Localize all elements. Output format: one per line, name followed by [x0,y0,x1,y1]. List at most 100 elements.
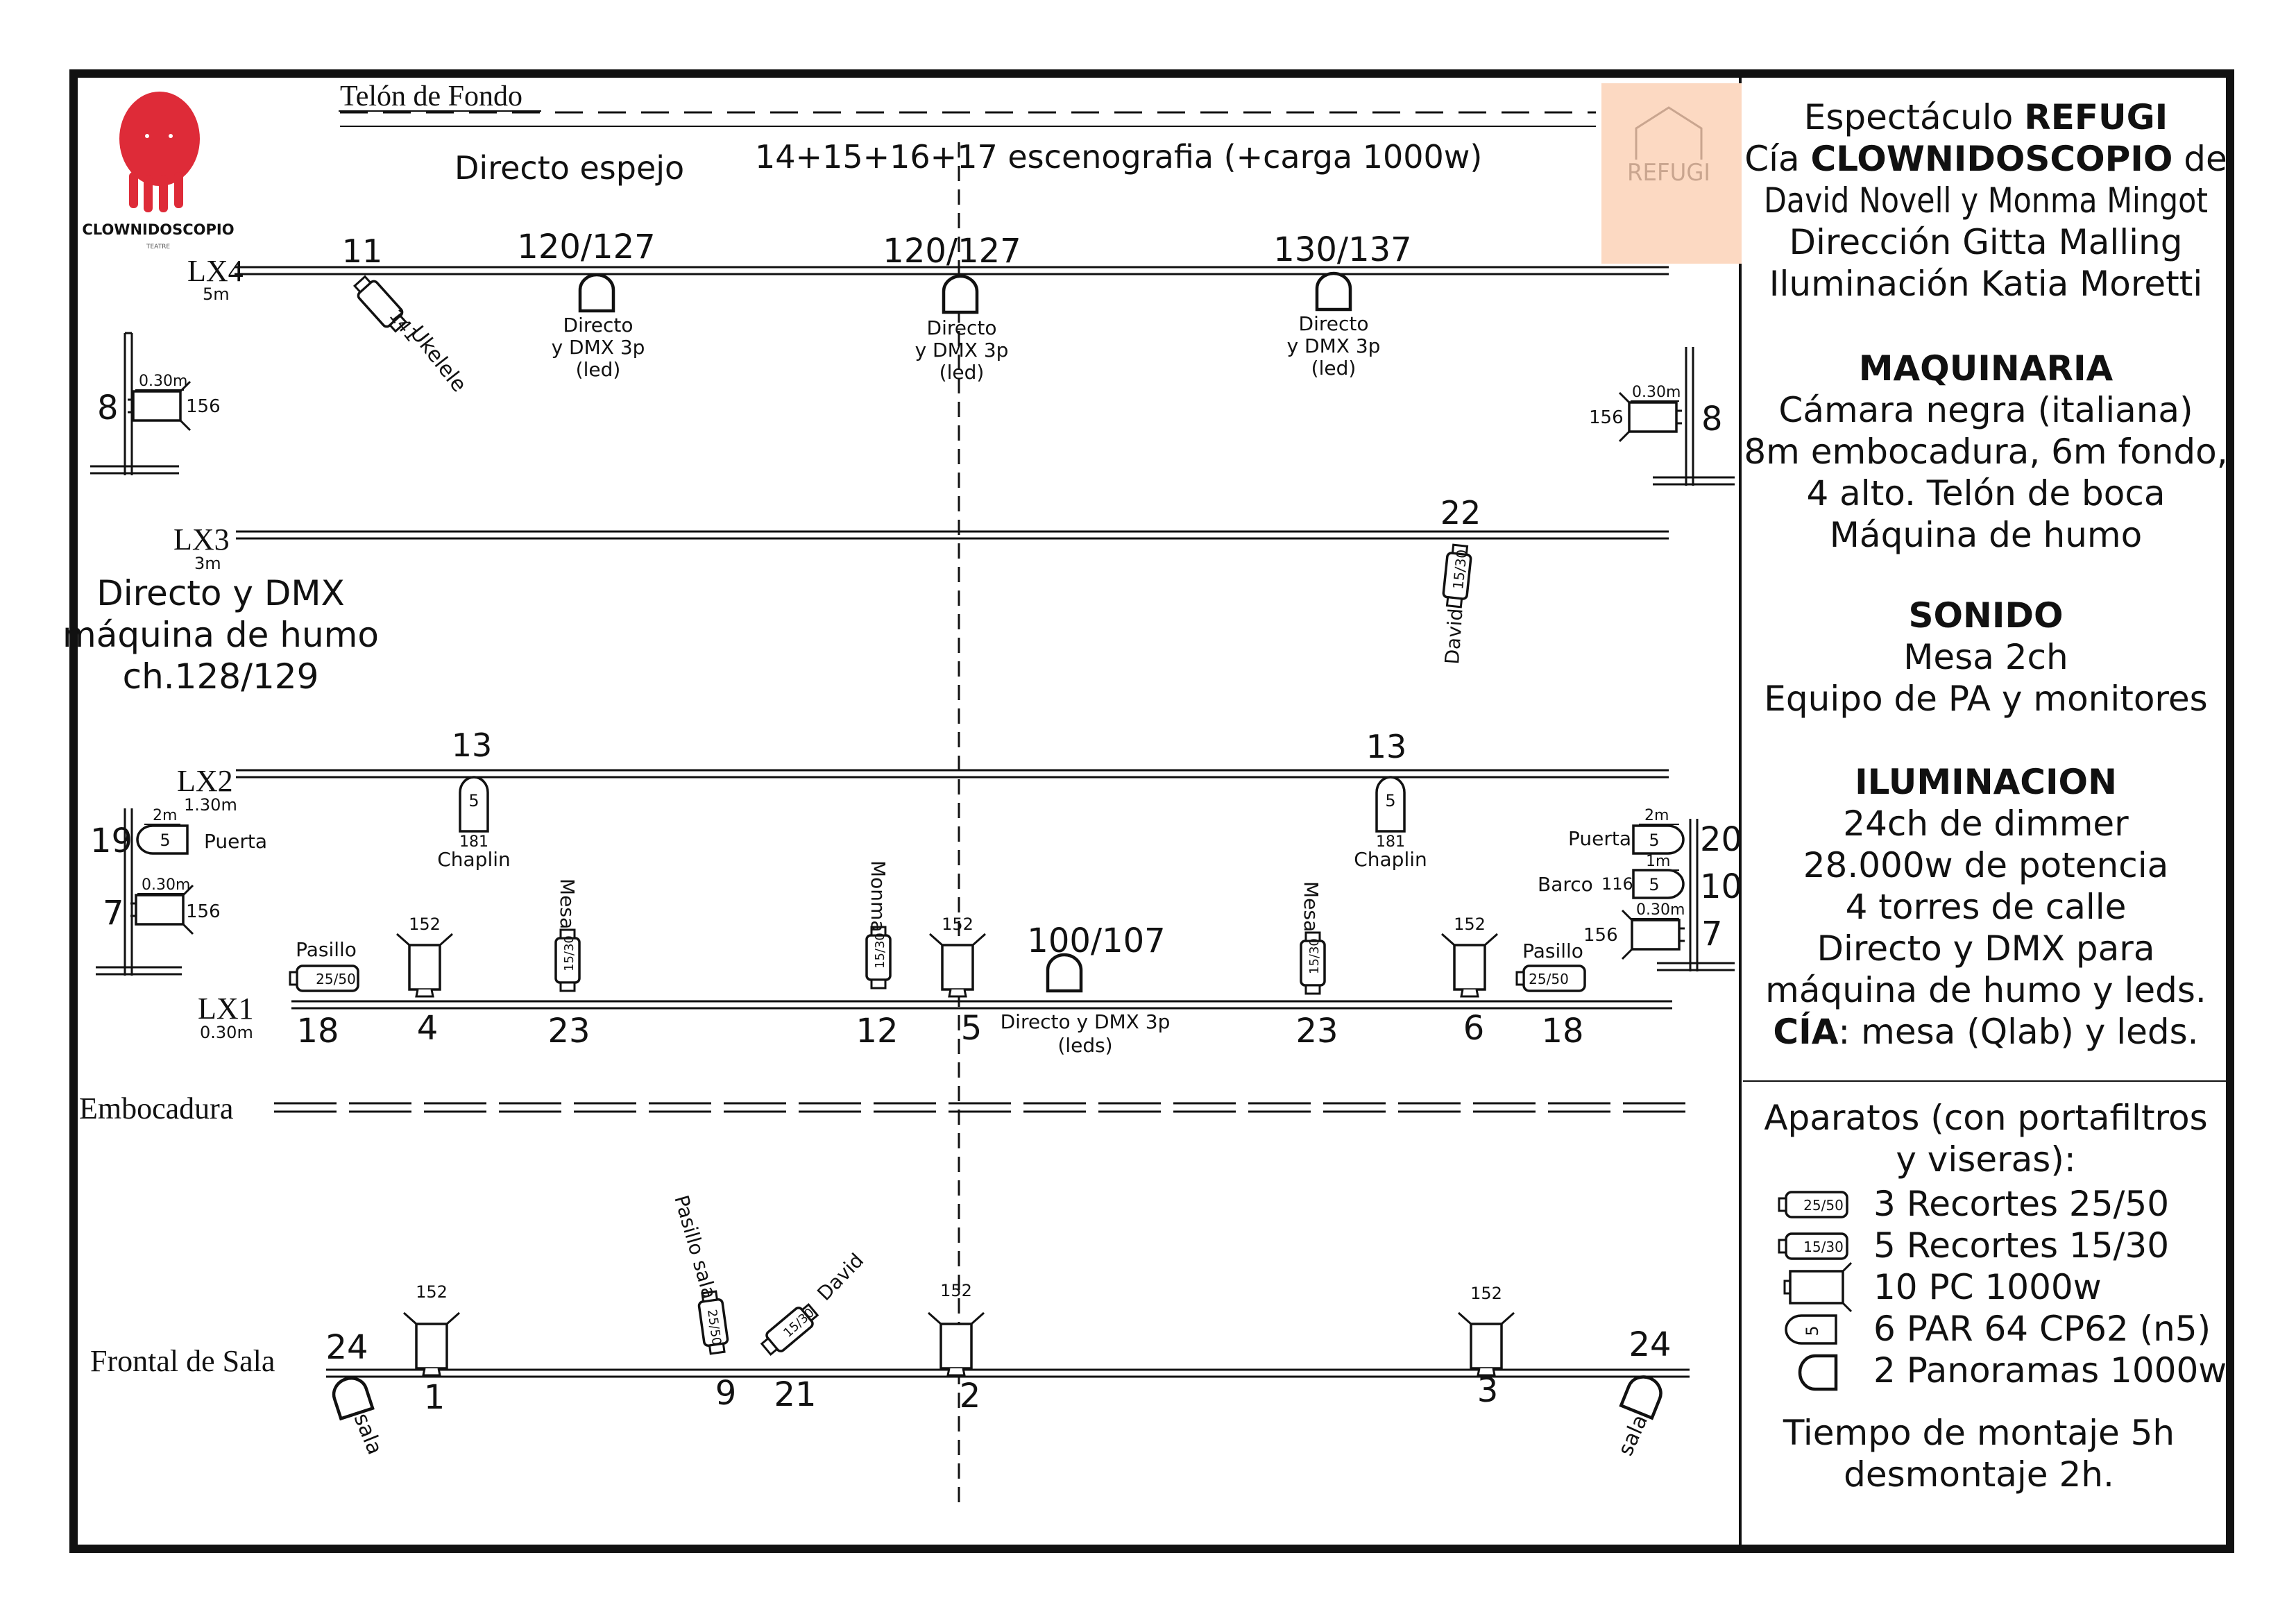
frontal-ch9: 9 [715,1374,737,1413]
tower-lower-left: 2m 5 Puerta 19 0.30m 156 7 [90,807,267,976]
upper-right-filter: 156 [1589,407,1624,428]
legend-par-icon-num: 5 [1803,1325,1822,1336]
sidebar: Espectáculo REFUGI Cía CLOWNIDOSCOPIO de… [1744,97,2227,1495]
iluminacion-6: CÍA: mesa (Qlab) y leds. [1773,1011,2198,1052]
aparatos-title-2: y viseras): [1896,1139,2075,1180]
tower-upper-right: 0.30m 156 8 [1589,347,1735,486]
tower-upper-left: 0.30m 156 8 [90,332,221,475]
lx1-monma-label: Monma [867,860,890,932]
lx1-pc-ch5-filter: 152 [942,915,973,934]
company-line: Cía CLOWNIDOSCOPIO de [1744,139,2227,179]
frontal-pc-ch1 [402,1311,461,1377]
legend-recorte-2550: 3 Recortes 25/50 [1873,1184,2169,1224]
david-label-lx3: David [1440,608,1468,665]
lower-right-barco-ch: 10 [1700,867,1742,906]
show-title: Espectáculo REFUGI [1804,97,2168,137]
lower-right-pc-ch: 7 [1701,915,1723,953]
lower-right-barco-label: Barco [1538,873,1593,896]
sonido-1: Mesa 2ch [1903,637,2068,677]
lx1-ch12: 12 [856,1012,898,1051]
maquinaria-4: Máquina de humo [1830,515,2142,555]
frontal-pc-ch3 [1457,1311,1515,1377]
legend-panorama-icon [1800,1354,1836,1391]
lower-left-pc-filter: 156 [186,901,221,922]
lx1-mesa-label-right: Mesa [1300,881,1323,932]
iluminacion-1: 24ch de dimmer [1843,804,2129,844]
lx1-ch23a: 23 [547,1012,590,1051]
lx1-ch18b: 18 [1541,1012,1583,1051]
lx1-pc-ch6 [1440,933,1499,998]
frontal-ch24a: 24 [325,1328,368,1367]
upper-right-ch: 8 [1701,400,1723,439]
lower-right-puerta-height: 2m [1644,807,1669,824]
lx4-pano2-line2: y DMX 3p [915,339,1009,362]
iluminacion-5: máquina de humo y leds. [1765,970,2206,1010]
iluminacion-3: 4 torres de calle [1846,887,2127,927]
lx1-mesa-label-left: Mesa [556,878,579,929]
lx1-mesa-size-right: 15/30 [1307,938,1322,974]
chaplin-left-filter: 181 [459,833,488,851]
lower-right-puerta-label: Puerta [1568,827,1631,850]
clownidoscopio-logo: CLOWNIDOSCOPIO TEATRE [82,92,235,250]
pasillo-sala-label: Pasillo sala [670,1193,721,1302]
lx1-ch5: 5 [961,1009,983,1048]
lx4-pano1-line1: Directo [563,314,633,337]
lower-right-barco-height: 1m [1646,853,1670,870]
iluminacion-title: ILUMINACION [1855,762,2117,802]
upper-left-filter: 156 [186,396,221,417]
lx1-pc-ch4 [396,933,454,998]
scenography-label: 14+15+16+17 escenografia (+carga 1000w) [755,138,1482,176]
lx4-pano2-ch: 120/127 [883,232,1021,271]
frontal-ch2: 2 [960,1377,981,1416]
sonido-2: Equipo de PA y monitores [1764,679,2207,719]
lx4-pano3-line2: y DMX 3p [1287,334,1381,357]
maquinaria-2: 8m embocadura, 6m fondo, [1744,432,2227,472]
lx1-pano-ch: 100/107 [1027,921,1165,960]
chaplin-par-left-num: 5 [468,791,479,810]
iluminacion-2: 28.000w de potencia [1803,845,2169,885]
chaplin-par-right-num: 5 [1385,791,1395,810]
lower-right-pc-filter: 156 [1583,925,1618,946]
logo-sub: TEATRE [146,244,170,250]
directo-espejo-label: Directo espejo [454,149,684,187]
authors-line: David Novell y Monma Mingot [1764,180,2208,221]
lower-right-puerta-num: 5 [1649,831,1659,850]
lx1-ch6: 6 [1463,1009,1485,1048]
lx1-panorama [1046,955,1082,991]
frontal-pc-ch3-filter: 152 [1470,1284,1502,1303]
maquinaria-1: Cámara negra (italiana) [1778,390,2193,430]
bar-lx4: LX4 5m [187,254,1669,304]
frontal-pc-ch2-filter: 152 [940,1281,972,1300]
direction-line: Dirección Gitta Malling [1789,222,2183,262]
upper-right-height: 0.30m [1632,384,1681,401]
frontal-ch24b: 24 [1629,1325,1671,1364]
lx4-pano2-line1: Directo [927,316,997,339]
chaplin-left-label: Chaplin [437,848,511,871]
refugi-logo-text: REFUGI [1627,159,1710,187]
bar-lx1: LX1 0.30m [198,992,1672,1042]
smoke-note-2: máquina de humo [62,615,379,655]
backdrop-label: Telón de Fondo [340,80,522,112]
lx4-pano1-line2: y DMX 3p [552,336,645,359]
lx1-height: 0.30m [200,1023,253,1042]
embocadura-label: Embocadura [79,1091,233,1125]
sala-label-right: sala [1613,1411,1653,1460]
lx4-panorama-1 [579,275,615,311]
lx1-pasillo-size-left: 25/50 [316,971,356,987]
lx1-ch18a: 18 [296,1012,339,1051]
lx2-ch13b: 13 [1366,728,1407,765]
lower-left-puerta-ch: 19 [90,822,133,860]
chaplin-right-label: Chaplin [1354,848,1427,871]
lx1-label: LX1 [198,992,254,1026]
upper-left-height: 0.30m [139,373,187,390]
lower-right-barco-filter: 116 [1601,874,1633,894]
ukelele-label: Ukelele [405,321,471,396]
david-label-sala: David [813,1249,868,1305]
lx4-panorama-3 [1316,273,1352,309]
lx4-pano3-line1: Directo [1299,312,1369,335]
aparatos-title-1: Aparatos (con portafiltros [1764,1098,2207,1138]
lx2-ch13a: 13 [452,726,493,764]
lx1-pc-ch4-filter: 152 [409,915,441,934]
legend-icon-2550-text: 25/50 [1803,1197,1844,1214]
frontal-pc-ch1-filter: 152 [416,1282,448,1302]
